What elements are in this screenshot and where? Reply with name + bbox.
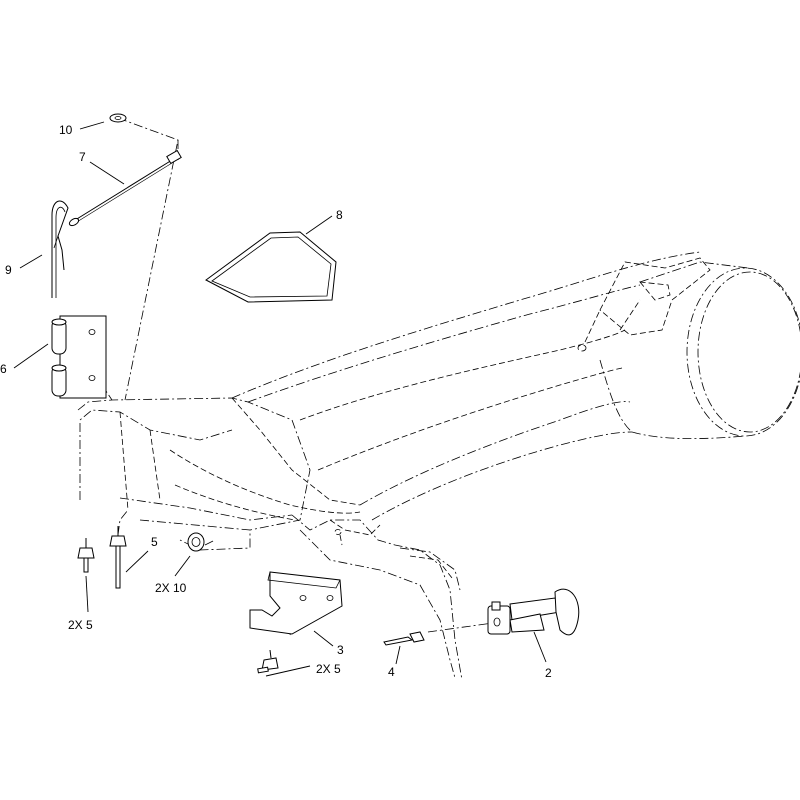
bracket-part-3	[249, 571, 343, 635]
callout-3: 3	[337, 643, 344, 657]
rivet-part-5-right	[109, 526, 127, 589]
callout-2x5-lower: 2X 5	[316, 662, 341, 676]
leader-lines	[13, 121, 547, 677]
callout-6: 6	[0, 362, 7, 376]
callout-7: 7	[79, 150, 86, 164]
callout-9: 9	[5, 263, 12, 277]
callout-2x5-left: 2X 5	[68, 618, 93, 632]
discharge-chute-outline	[77, 117, 800, 681]
washer-part-10	[109, 113, 127, 123]
callout-10: 10	[59, 123, 73, 137]
washer-part-10-mid	[187, 532, 205, 552]
cable-part-7	[68, 149, 182, 227]
latch-part-2	[487, 588, 580, 636]
hinge-part-6	[51, 315, 107, 399]
rivet-part-5-lower	[257, 649, 279, 674]
callout-4: 4	[388, 665, 395, 679]
callout-labels: 10 7 9 8 6 5 2X 10 2X 5 3 2X 5 4 2	[0, 123, 552, 680]
callout-2x10: 2X 10	[155, 581, 187, 595]
pin-part-4	[383, 631, 425, 646]
callout-5: 5	[151, 535, 158, 549]
callout-2: 2	[545, 666, 552, 680]
decal-part-8	[205, 231, 337, 303]
rivet-part-5-left	[77, 538, 95, 573]
callout-8: 8	[336, 208, 343, 222]
clip-part-9	[51, 200, 69, 298]
